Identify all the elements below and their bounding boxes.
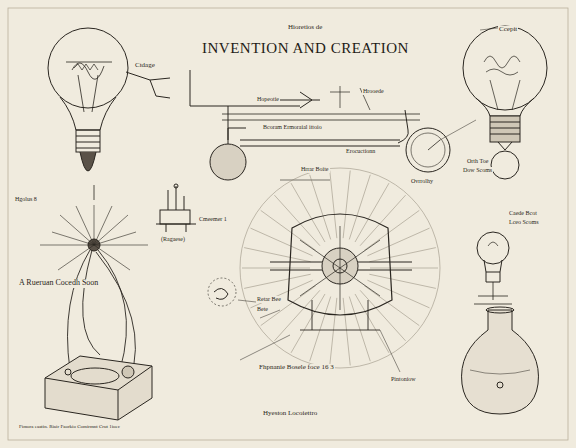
part-label: Bete [256, 306, 269, 313]
detail-sketch [214, 288, 228, 299]
leader-line [440, 28, 498, 140]
part-label: Bcoram Ermoraial ittoio [262, 124, 323, 131]
part-label: Lceo Scoms [508, 219, 540, 226]
wire [126, 72, 170, 98]
ray-line [355, 183, 389, 242]
part-label: Caede Bcot [508, 210, 538, 217]
ray-line [370, 268, 438, 269]
ray-line [244, 274, 311, 288]
ray-line [343, 171, 350, 239]
part-label: Hrooede [362, 88, 385, 95]
part-label: Dow Scoms [462, 167, 493, 174]
small-apparatus [156, 184, 196, 232]
ray-line [343, 298, 350, 366]
part-label: A Rueruan Cocedh Soon [18, 279, 99, 288]
part-label: Ctdage [134, 62, 156, 70]
ray-line [364, 210, 419, 250]
part-label: Retar Bee [256, 296, 282, 303]
ray-line [360, 290, 406, 341]
part-label: Hyeston Locoiettro [262, 410, 318, 418]
part-label: Ovrrolhy [410, 178, 434, 185]
ray-line [291, 294, 325, 353]
ray-line [330, 298, 337, 366]
light-bulb-right [463, 26, 547, 179]
distillation-apparatus [190, 70, 450, 180]
part-label: Pintoniow [390, 376, 417, 383]
ray-line [369, 248, 436, 262]
wheel-machine [240, 168, 440, 368]
part-label: Hioretios de [287, 24, 323, 32]
ray-line [349, 175, 370, 240]
part-label: Hrrar Boite [300, 166, 330, 173]
ray-line [310, 297, 331, 362]
part-label: (Ragaese) [160, 236, 186, 243]
part-label: Fhpnanie Bosele foce 16 3 [258, 364, 335, 372]
part-label: Hopeotie [256, 96, 280, 103]
part-label: Erocuctionn [345, 148, 376, 155]
light-bulb-left [48, 28, 128, 171]
ray-line [261, 210, 316, 250]
part-label: Hgolus 8 [14, 196, 38, 203]
ray-line [274, 195, 320, 246]
part-label: Cmeemer 1 [198, 216, 228, 223]
ray-line [244, 248, 311, 262]
detail-circle [208, 278, 236, 306]
page-border [8, 8, 568, 440]
glass-flask [462, 307, 539, 414]
ray-line [310, 175, 331, 240]
part-label: Orth Toe [466, 158, 489, 165]
part-label: Ccepit [498, 26, 518, 34]
ray-line [242, 268, 310, 269]
leader-line [238, 300, 400, 372]
ray-line [349, 297, 370, 362]
diagram-title: INVENTION AND CREATION [202, 40, 409, 57]
battery-base [45, 356, 152, 420]
ray-line [330, 171, 337, 239]
small-bulb [474, 232, 512, 304]
ray-line [355, 294, 389, 353]
ray-line [369, 274, 436, 288]
ray-line [360, 195, 406, 246]
ray-line [291, 183, 325, 242]
part-label: Fimora eaatin. Riair Faorkio Comirmnt Cr… [18, 424, 121, 430]
